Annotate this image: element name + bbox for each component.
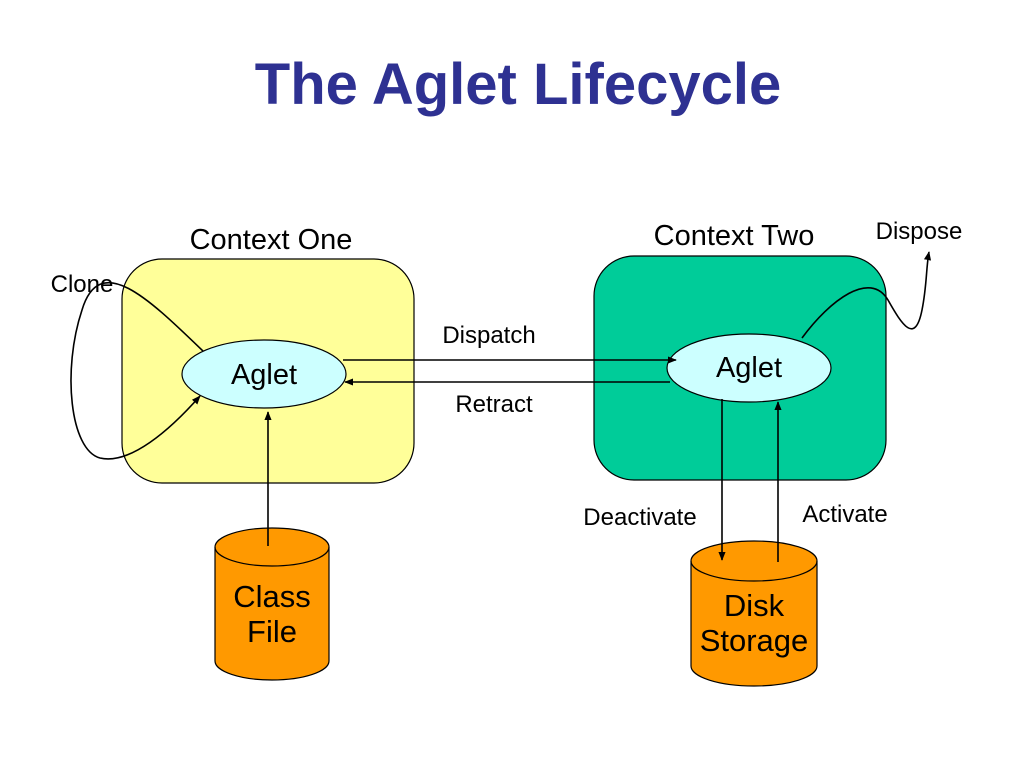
dispose-label: Dispose [876, 218, 963, 245]
clone-label: Clone [51, 271, 114, 298]
retract-label: Retract [455, 391, 533, 418]
aglet-one-label: Aglet [231, 359, 297, 391]
disk-storage-label-line2: Storage [700, 623, 809, 658]
class-file-cylinder [214, 527, 330, 681]
class-file-storage: Class File [214, 527, 330, 681]
class-file-cylinder-rim [214, 546, 330, 567]
aglet-two-label: Aglet [716, 352, 782, 384]
aglet-two-node: Aglet [666, 333, 832, 403]
context-two-label: Context Two [654, 220, 815, 252]
disk-storage-label-line1: Disk [724, 588, 785, 623]
class-file-label-line1: Class [233, 579, 311, 614]
disk-storage: Disk Storage [690, 540, 818, 687]
dispose-arrow [801, 251, 932, 339]
dispatch-label: Dispatch [442, 322, 535, 349]
deactivate-label: Deactivate [583, 504, 696, 531]
context-one-label: Context One [190, 224, 353, 256]
clone-loop-arrow [70, 281, 205, 460]
aglet-one-node: Aglet [181, 339, 347, 409]
aglet-two-ellipse [666, 333, 832, 403]
activate-label: Activate [802, 501, 887, 528]
class-file-label-line2: File [247, 614, 297, 649]
slide-title: The Aglet Lifecycle [255, 52, 781, 117]
disk-storage-cylinder-rim [690, 560, 818, 582]
aglet-one-ellipse [181, 339, 347, 409]
